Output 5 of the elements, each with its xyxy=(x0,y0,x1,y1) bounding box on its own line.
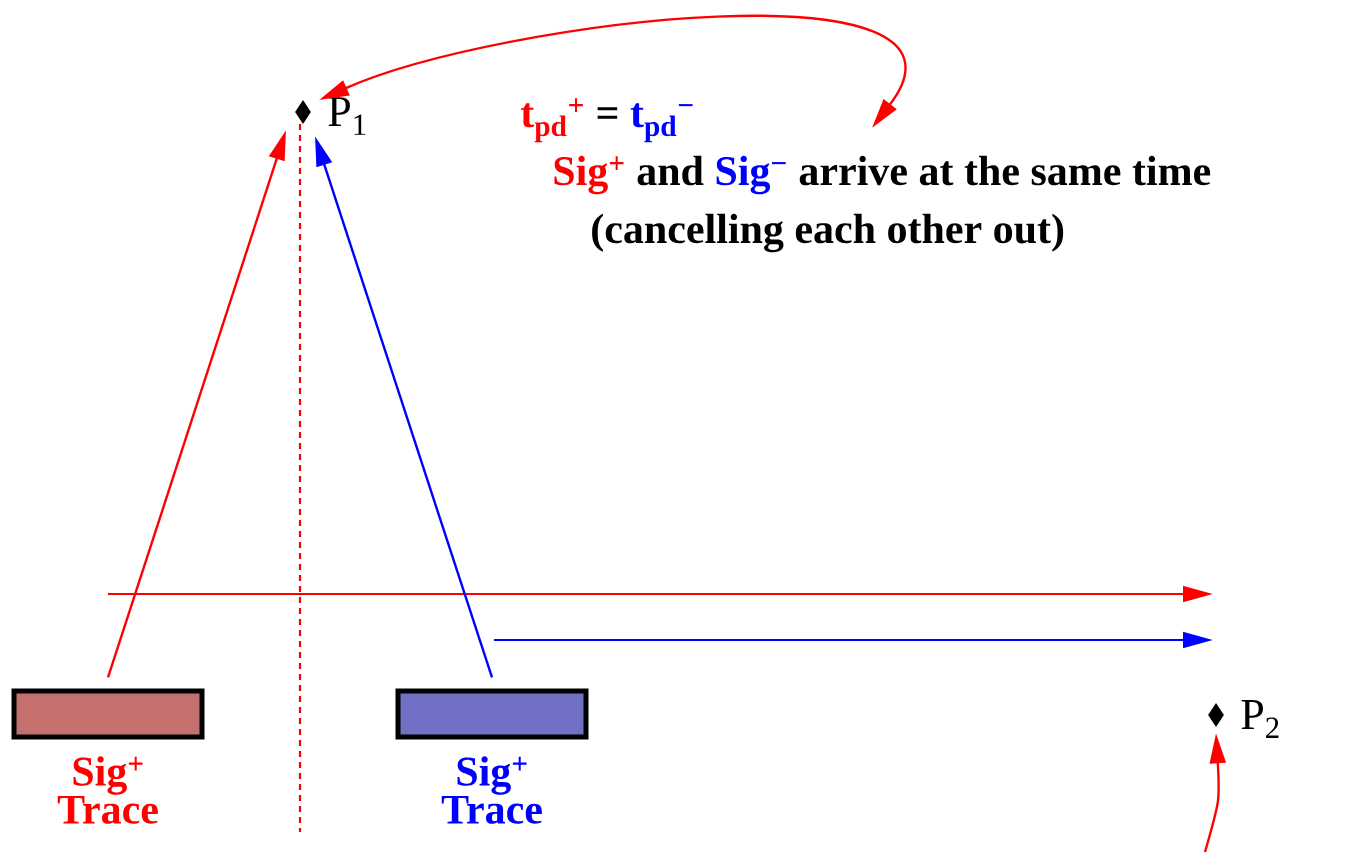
annotation-text: t$_{pd}$+ = t$_{pd}$− Sig$^{+}$ and Sig$^{−}$ arrive at the same time (cancelling each other out) xyxy=(520,98,1211,253)
trace-label: Sig$^{+}$ Trace xyxy=(57,756,158,824)
point-label: P$_{1}$ xyxy=(328,97,366,135)
point-label: P$_{2}$ xyxy=(1241,700,1279,738)
trace-label: Sig$^{+}$ Trace xyxy=(441,756,542,824)
